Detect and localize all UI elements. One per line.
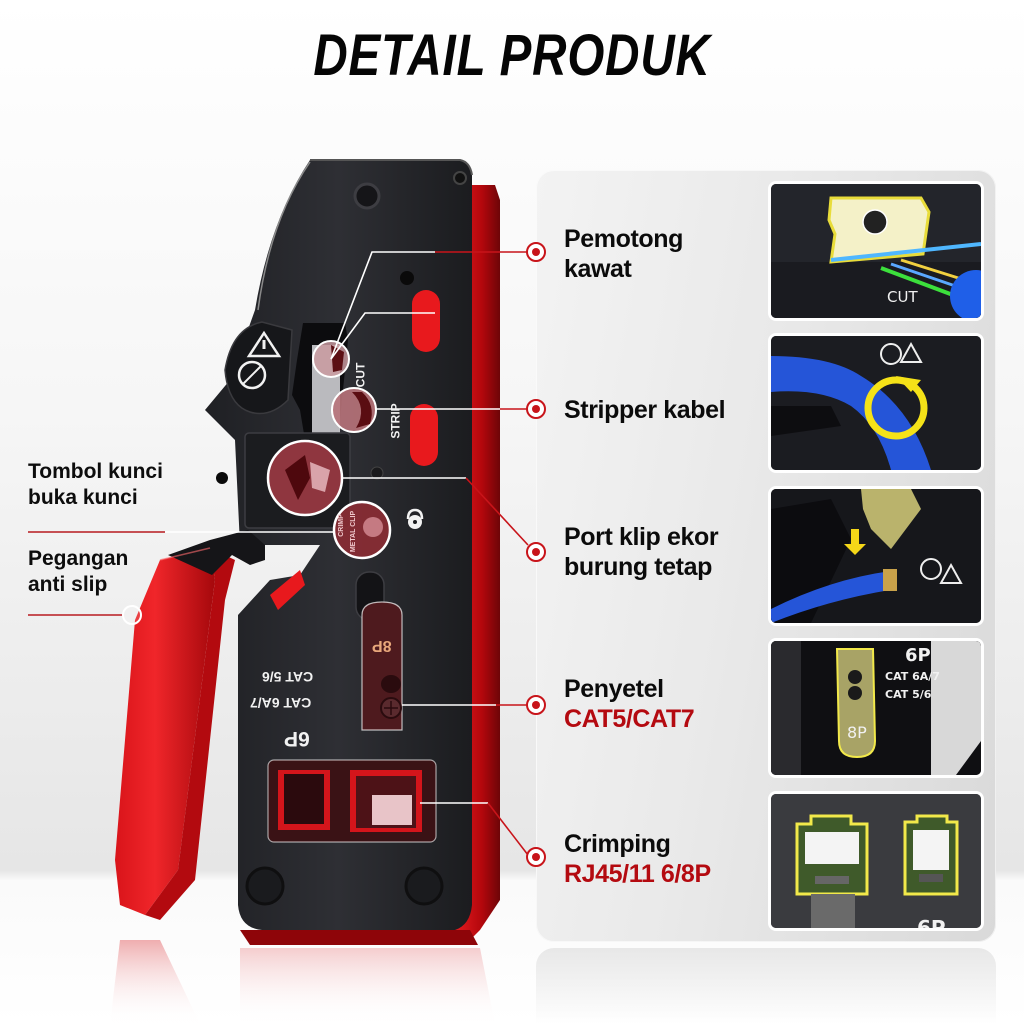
marker-tail-clip-port [526,542,546,562]
feature-label-tail-clip-port: Port klip ekor burung tetap [564,522,719,582]
no-hand-icon [237,360,267,390]
callout-lines [28,251,529,856]
feature-label-crimping: Crimping RJ45/11 6/8P [564,829,711,889]
stripper-highlight [331,387,377,433]
clip-port-highlight [266,439,344,517]
feature-line1: Penyetel [564,675,664,703]
thumb-cut-label: CUT [887,288,918,306]
thumb-crimp-6p: 6P [917,916,946,931]
strip-marking: STRIP [388,403,403,439]
feature-line2: RJ45/11 6/8P [564,860,711,888]
left-callout-line2: buka kunci [28,486,138,509]
cutter-blade-icon [771,184,981,318]
thumb-adj-8p: 8P [847,723,867,742]
thumb-crimping: 6P [768,791,984,931]
feature-label-cable-stripper: Stripper kabel [564,395,726,425]
left-callout-line1: Tombol kunci [28,460,163,483]
crimp-metal-clip-highlight [332,500,392,560]
thumb-cat-adjuster: 6P CAT 6A/7 CAT 5/6 8P [768,638,984,778]
thumb-adj-cat56: CAT 5/6 [885,688,932,701]
thumb-adj-cat6a7: CAT 6A/7 [885,670,940,683]
marker-crimping [526,847,546,867]
thumb-cable-stripper [768,333,984,473]
adjuster-8p-marking: 8P [372,637,392,654]
lock-icon [406,508,424,529]
anti-slip-handle [115,530,265,920]
crimp-die-window [267,759,437,843]
feature-label-wire-cutter: Pemotong kawat [564,224,683,284]
cat-adjuster-slider [361,601,403,731]
cut-marking: CUT [353,362,368,388]
metal-clip-marking: METAL CLIP [350,510,358,553]
adjuster-slider-icon [771,641,981,775]
marker-wire-cutter [526,242,546,262]
feature-line2: burung tetap [564,553,712,581]
marker-cat-adjuster [526,695,546,715]
feature-line1: Port klip ekor [564,523,719,551]
thumb-wire-cutter: CUT [768,181,984,321]
marker-cable-stripper [526,399,546,419]
cat6a7-marking: CAT 6A/7 [250,695,312,711]
left-callout-line1: Pegangan [28,547,129,570]
page-title: DETAIL PRODUK [313,23,711,88]
left-callout-anti-slip-grip: Pegangan anti slip [28,546,128,598]
thumb-adj-6p: 6P [905,645,931,666]
feature-line1: Stripper kabel [564,396,726,424]
rj45-port-icon [771,794,981,928]
left-callout-lock-button: Tombol kunci buka kunci [28,459,163,511]
panel-reflection [536,948,996,1024]
warning-icon [246,330,282,358]
feature-line1: Pemotong [564,225,684,253]
left-callout-line2: anti slip [28,573,108,596]
feature-line2: CAT5/CAT7 [564,705,695,733]
crimp-marking: CRIMP [337,514,345,537]
feature-label-cat-adjuster: Penyetel CAT5/CAT7 [564,674,695,734]
feature-line1: Crimping [564,830,671,858]
strip-rotate-icon [771,336,981,470]
thumb-tail-clip-port [768,486,984,626]
metal-clip-icon [771,489,981,623]
feature-line2: kawat [564,255,632,283]
cat56-marking: CAT 5/6 [262,669,314,685]
size-6p-marking: 6P [284,727,310,750]
